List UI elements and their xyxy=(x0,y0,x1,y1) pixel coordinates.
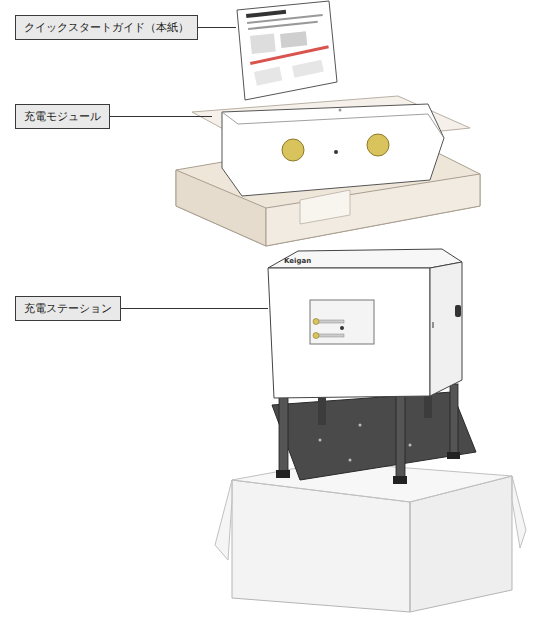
callout-text: クイックスタートガイド（本紙） xyxy=(24,21,189,34)
charging-module xyxy=(222,104,444,196)
guide-sheet xyxy=(237,1,337,100)
charging-station xyxy=(268,249,476,484)
callout-box: クイックスタートガイド（本紙） xyxy=(15,15,198,40)
callout-box: 充電ステーション xyxy=(15,296,121,321)
leader-line xyxy=(110,116,212,117)
logo-text: Keigan xyxy=(284,257,311,265)
leader-line xyxy=(198,27,236,28)
shipping-box xyxy=(215,462,526,612)
leader-line xyxy=(121,308,268,309)
module-tray xyxy=(176,96,480,246)
callout-text: 充電モジュール xyxy=(24,110,101,123)
callout-box: 充電モジュール xyxy=(15,104,110,129)
callout-text: 充電ステーション xyxy=(24,302,112,315)
